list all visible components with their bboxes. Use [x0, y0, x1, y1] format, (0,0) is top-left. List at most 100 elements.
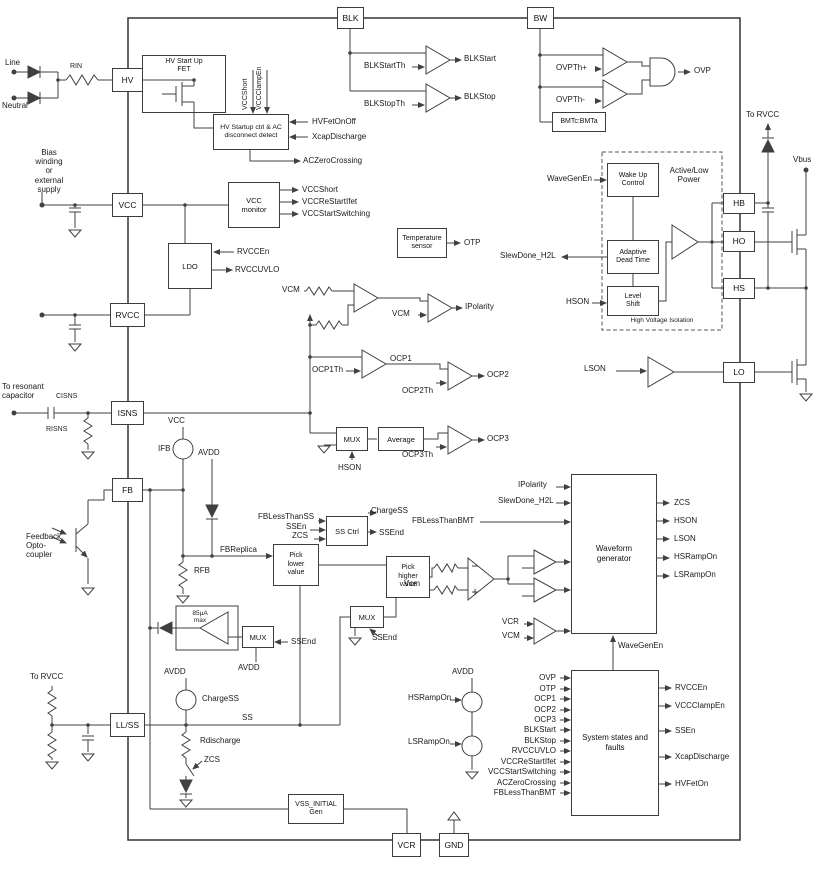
label-risns: RISNS: [46, 426, 68, 433]
block-hv-startup-ctrl: HV Startup ctrl & AC disconnect detect: [213, 114, 289, 150]
label-otp: OTP: [464, 238, 481, 247]
block-mux-ocp: MUX: [336, 427, 368, 451]
label-blkstart-in: BLKStart: [523, 725, 556, 734]
label-fblessthanbmt-wire: FBLessThanBMT: [412, 516, 475, 525]
label-rin: RIN: [70, 63, 83, 70]
label-ipolarity-out: IPolarity: [465, 302, 494, 311]
block-adaptive-dead-time: Adaptive Dead Time: [607, 240, 659, 274]
label-to-rvcc-top: To RVCC: [746, 110, 780, 119]
label-slewdone-wg: SlewDone_H2L: [498, 496, 554, 505]
current-source-icons: [172, 438, 483, 757]
block-ss-ctrl: SS Ctrl: [326, 516, 368, 546]
label-ovp: OVP: [694, 66, 711, 75]
label-hsrampon-wg: HSRampOn: [674, 552, 718, 561]
label-ocp1th: OCP1Th: [312, 365, 344, 374]
label-chargess-out: ChargeSS: [371, 506, 408, 515]
label-fblessthanss: FBLessThanSS: [258, 512, 315, 521]
block-average: Average: [378, 427, 424, 451]
label-aczerocrossing-in: ACZeroCrossing: [496, 778, 556, 787]
label-ocp1-in: OCP1: [534, 694, 556, 703]
label-high-voltage-isolation: High Voltage Isolation: [630, 317, 694, 324]
label-ocp3-in: OCP3: [534, 715, 556, 724]
label-xcapdischarge: XcapDischarge: [312, 132, 367, 141]
block-system-states-faults: System states and faults: [571, 670, 659, 816]
label-85ua-max: 85µA max: [192, 610, 208, 625]
label-vbus: Vbus: [793, 155, 812, 164]
label-vcm-small: Vcm: [404, 579, 420, 588]
block-vcc-monitor: VCC monitor: [228, 182, 280, 228]
label-ipolarity-wg: IPolarity: [518, 480, 547, 489]
opto-transistor-icon: [75, 500, 89, 552]
label-avdd-mux3: AVDD: [238, 663, 260, 672]
pin-gnd: GND: [439, 833, 469, 857]
label-active-low-power: Active/Low Power: [669, 166, 709, 185]
label-zcs-wg: ZCS: [674, 498, 690, 507]
label-rdischarge: Rdischarge: [200, 736, 241, 745]
pin-lo: LO: [723, 362, 755, 383]
ground-icons: [44, 229, 814, 808]
label-lsrampon-src: LSRampOn: [408, 737, 450, 746]
label-lson-driver: LSON: [584, 364, 606, 373]
block-hv-startup-fet: HV Start Up FET: [142, 55, 226, 113]
label-avdd-fb: AVDD: [198, 448, 220, 457]
label-zcs-ssctrl: ZCS: [292, 531, 308, 540]
label-bias-winding: Bias winding or external supply: [34, 148, 64, 194]
pin-vcc: VCC: [112, 193, 143, 217]
pin-vcr: VCR: [392, 833, 421, 857]
label-slewdone-adt: SlewDone_H2L: [500, 251, 556, 260]
label-ovpth-minus: OVPTh-: [556, 95, 585, 104]
mosfet-icons: [162, 80, 806, 385]
label-ocp2: OCP2: [487, 370, 509, 379]
label-lson-wg: LSON: [674, 534, 696, 543]
label-hson-wg: HSON: [674, 516, 698, 525]
label-ifb: IFB: [158, 444, 171, 453]
label-ovp-in: OVP: [539, 673, 556, 682]
pin-llss: LL/SS: [110, 713, 145, 737]
block-mux-ss: MUX: [350, 606, 384, 628]
label-vccshort: VCCShort: [302, 185, 339, 194]
label-feedback-opto: Feedback Opto- coupler: [26, 532, 62, 560]
label-ssen-ssctrl: SSEn: [286, 522, 307, 531]
label-chargess-src: ChargeSS: [202, 694, 239, 703]
label-ss: SS: [242, 713, 253, 722]
label-blkstop: BLKStop: [464, 92, 496, 101]
label-cisns: CISNS: [56, 393, 78, 400]
label-wavegenen-wakeup: WaveGenEn: [546, 174, 592, 183]
label-vcm-1: VCM: [282, 285, 300, 294]
and-gate-icon: [649, 57, 676, 87]
pin-bw: BW: [527, 7, 554, 29]
label-otp-in: OTP: [539, 684, 556, 693]
label-blkstopth: BLKStopTh: [364, 99, 405, 108]
label-fblessthanbmt-in: FBLessThanBMT: [493, 788, 556, 797]
label-ssen-out: SSEn: [675, 726, 696, 735]
label-rvccuvlo-in: RVCCUVLO: [511, 746, 556, 755]
block-mux-fb: MUX: [242, 626, 274, 648]
label-ssend-mux3: SSEnd: [291, 637, 316, 646]
gnd-pin-flag-icon: [447, 811, 461, 821]
block-pick-lower-value: Pick lower value: [273, 544, 319, 586]
pin-hb: HB: [723, 193, 755, 214]
label-lsrampon-wg: LSRampOn: [674, 570, 716, 579]
label-to-resonant-capacitor: To resonant capacitor: [2, 382, 44, 401]
block-level-shift: Level Shift: [607, 286, 659, 316]
label-xcapdischarge-out: XcapDischarge: [675, 752, 730, 761]
diode-icons: [27, 65, 775, 795]
label-hson-levelshift: HSON: [566, 297, 590, 306]
pin-rvcc: RVCC: [110, 303, 145, 327]
label-line: Line: [5, 58, 21, 67]
label-vccclampen-vertical: VCCClampEn: [256, 66, 263, 110]
pin-blk: BLK: [337, 7, 364, 29]
label-avdd-ramp: AVDD: [452, 667, 474, 676]
label-vccrestartifet-in: VCCReStartIfet: [500, 757, 556, 766]
label-aczerocrossing: ACZeroCrossing: [303, 156, 363, 165]
wires: [14, 29, 807, 833]
chip-border: [127, 17, 741, 841]
block-pick-higher-value: Pick higher value: [386, 556, 430, 598]
label-vcm-comp: VCM: [502, 631, 520, 640]
label-vcr-comp: VCR: [502, 617, 519, 626]
label-rvccen-out: RVCCEn: [675, 683, 708, 692]
label-blkstart: BLKStart: [464, 54, 497, 63]
junction-dots: [11, 51, 809, 727]
